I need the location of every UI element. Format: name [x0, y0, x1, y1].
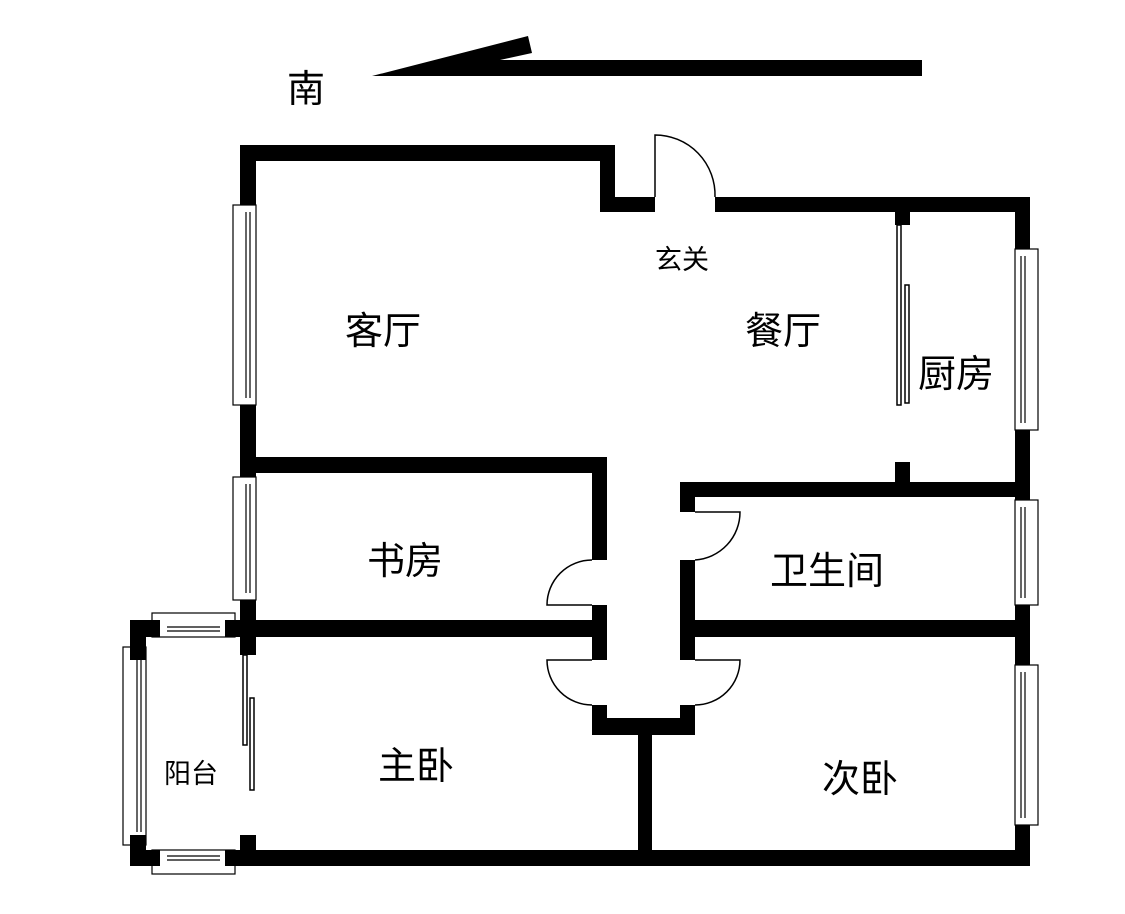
room-label-balcony: 阳台 [164, 759, 218, 790]
doors [242, 134, 910, 791]
compass-south-label: 南 [287, 67, 326, 111]
room-label-master-bedroom: 主卧 [378, 744, 455, 788]
room-label-kitchen: 厨房 [918, 352, 995, 396]
walls [130, 145, 1030, 866]
room-label-bathroom: 卫生间 [770, 549, 885, 593]
room-label-entrance: 玄关 [655, 245, 709, 276]
windows [122, 204, 1039, 875]
room-label-living-room: 客厅 [345, 309, 422, 353]
south-arrow-icon [372, 36, 922, 76]
room-label-dining-room: 餐厅 [745, 309, 822, 353]
room-label-second-bedroom: 次卧 [822, 757, 899, 801]
room-label-study: 书房 [367, 539, 444, 583]
